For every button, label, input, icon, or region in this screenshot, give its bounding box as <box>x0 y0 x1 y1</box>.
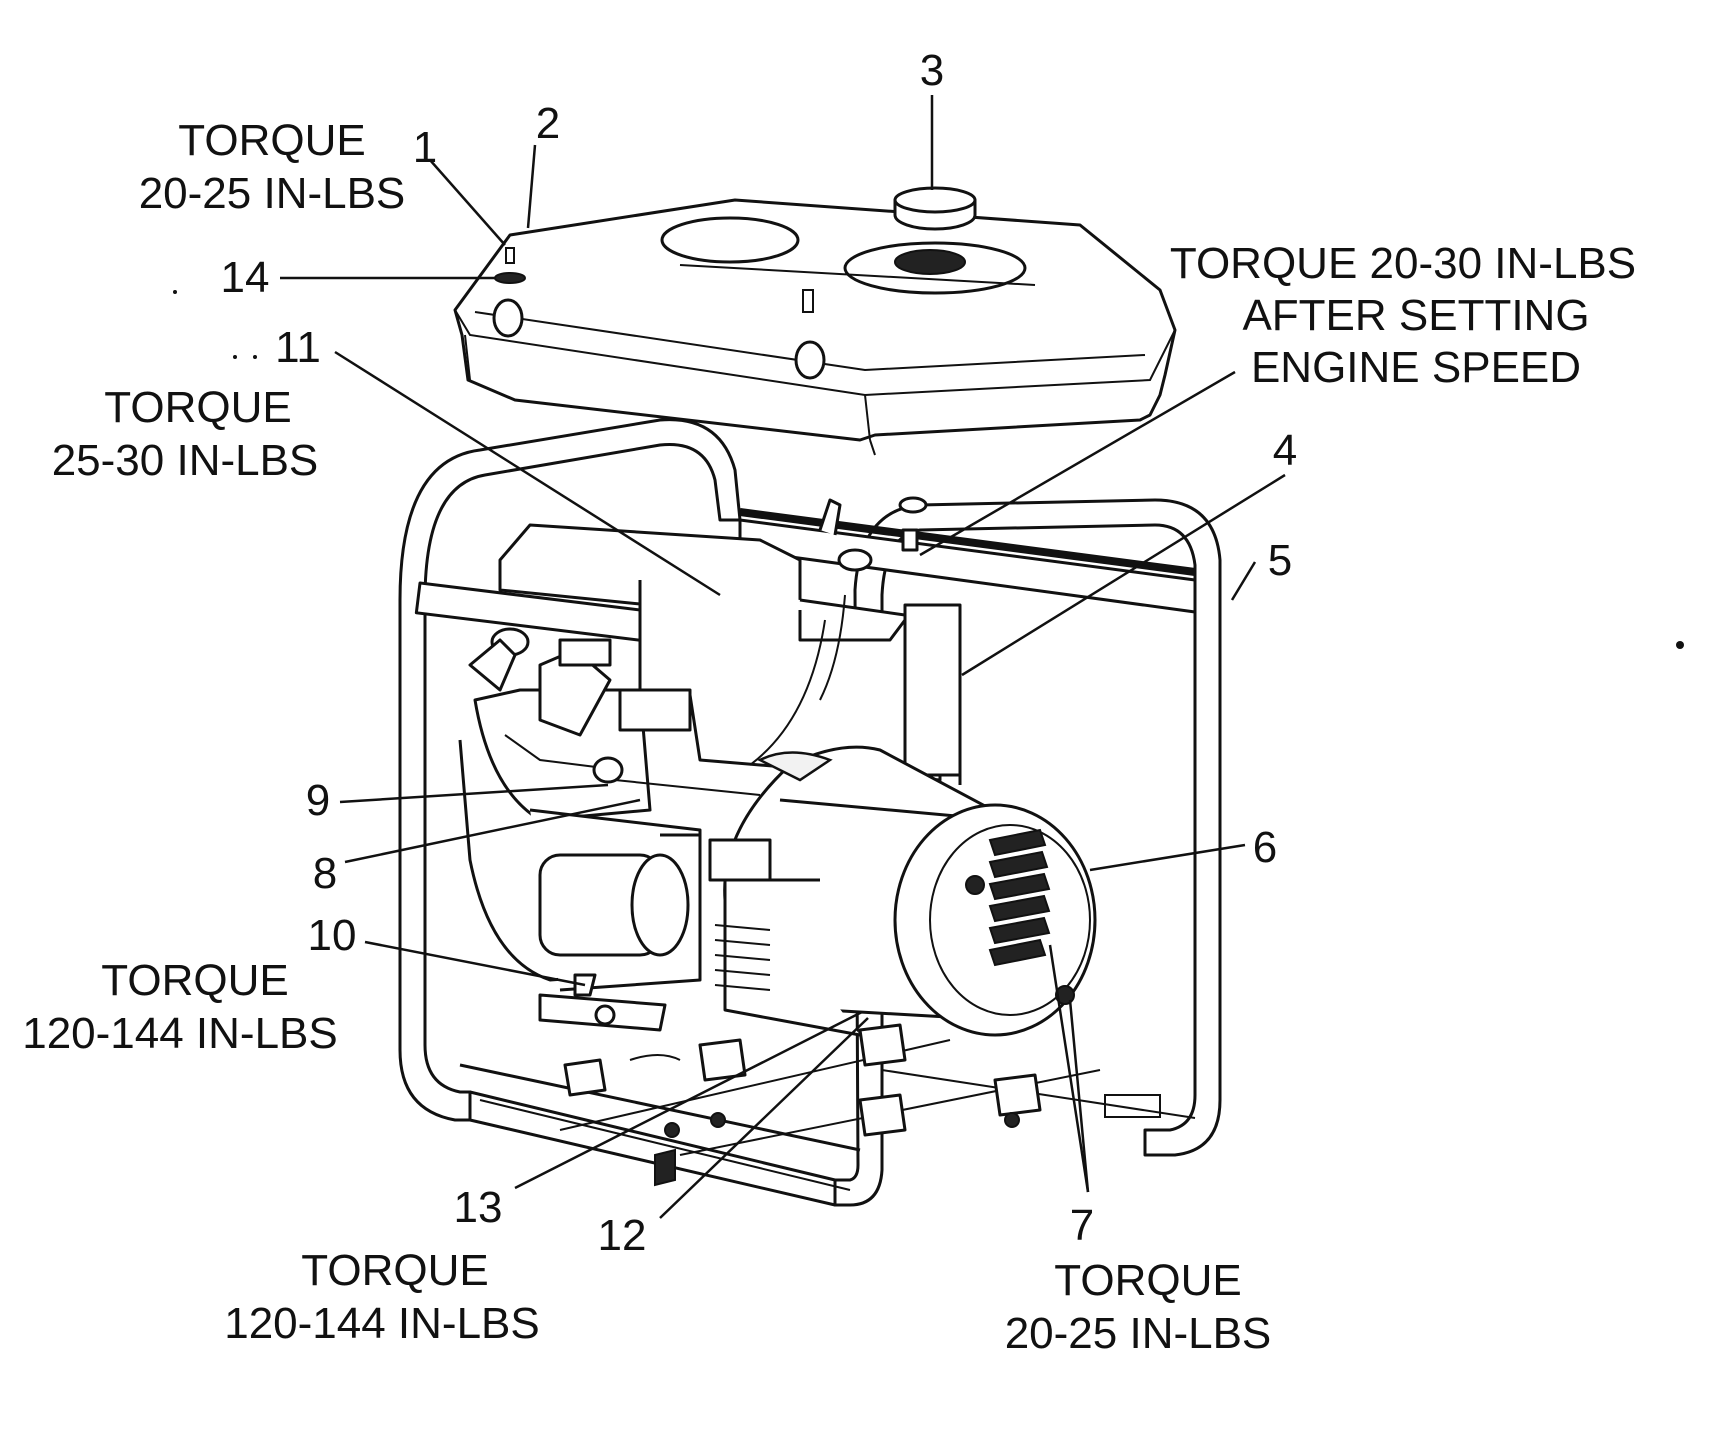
generator-artwork <box>173 186 1684 1207</box>
speck <box>233 355 237 359</box>
leader-7a <box>1048 944 1090 1193</box>
fuel-tank <box>453 198 1177 456</box>
torque-note-line: TORQUE <box>1054 1256 1241 1305</box>
leader-5 <box>1230 561 1257 601</box>
leader-12 <box>659 1017 869 1219</box>
torque-note-lower-left: TORQUE 120-144 IN-LBS <box>22 956 338 1058</box>
torque-note-line: 120-144 IN-LBS <box>22 1009 338 1058</box>
callout-13: 13 <box>454 1183 503 1232</box>
callout-11: 11 <box>275 323 321 372</box>
torque-notes: TORQUE 20-25 IN-LBS TORQUE 20-30 IN-LBS … <box>22 116 1636 1358</box>
torque-note-top-left: TORQUE 20-25 IN-LBS <box>139 116 406 218</box>
leader-1 <box>429 159 506 246</box>
leader-4 <box>961 473 1286 677</box>
callout-8: 8 <box>313 849 337 898</box>
torque-note-line: 120-144 IN-LBS <box>224 1299 540 1348</box>
torque-note-line: ENGINE SPEED <box>1251 343 1581 392</box>
leader-11 <box>334 350 721 597</box>
torque-note-line: TORQUE <box>104 383 291 432</box>
leader-6 <box>1089 843 1246 872</box>
end-bell-vents <box>988 828 1051 967</box>
callout-4: 4 <box>1273 426 1297 475</box>
tubular-frame <box>398 418 1222 1207</box>
engine-shroud <box>458 496 962 992</box>
fuel-cap <box>893 186 977 231</box>
callout-12: 12 <box>598 1211 647 1260</box>
callout-14: 14 <box>221 253 270 302</box>
callout-6: 6 <box>1253 823 1277 872</box>
torque-note-line: AFTER SETTING <box>1242 291 1589 340</box>
callout-10: 10 <box>308 911 357 960</box>
torque-note-line: 25-30 IN-LBS <box>52 436 319 485</box>
torque-note-line: TORQUE <box>301 1246 488 1295</box>
vibration-mounts <box>563 1023 1042 1138</box>
leader-10 <box>364 940 586 987</box>
callout-3: 3 <box>920 46 944 95</box>
callout-5: 5 <box>1268 536 1292 585</box>
leader-9 <box>339 783 609 804</box>
leader-13 <box>514 1010 863 1190</box>
torque-note-line: 20-25 IN-LBS <box>139 169 406 218</box>
callout-9: 9 <box>306 776 330 825</box>
alternator-vents <box>714 924 771 991</box>
speck <box>173 290 177 294</box>
torque-note-upper-right: TORQUE 20-30 IN-LBS AFTER SETTING ENGINE… <box>1170 239 1636 392</box>
callout-2: 2 <box>536 99 560 148</box>
torque-note-bottom-center: TORQUE 120-144 IN-LBS <box>224 1246 540 1348</box>
torque-note-line: TORQUE <box>178 116 365 165</box>
torque-note-bottom-right: TORQUE 20-25 IN-LBS <box>1005 1256 1272 1358</box>
torque-note-mid-left: TORQUE 25-30 IN-LBS <box>52 383 319 485</box>
torque-note-line: 20-25 IN-LBS <box>1005 1309 1272 1358</box>
callout-7: 7 <box>1070 1201 1094 1250</box>
speck <box>253 355 257 359</box>
torque-note-line: TORQUE 20-30 IN-LBS <box>1170 239 1636 288</box>
end-bell-cover <box>893 803 1097 1037</box>
callout-numbers: 1 2 3 4 5 6 7 8 9 10 11 12 13 14 <box>221 46 1298 1260</box>
leader-lines <box>280 95 1286 1219</box>
speck <box>1676 641 1684 649</box>
callout-1: 1 <box>413 123 437 172</box>
leader-8 <box>344 798 641 864</box>
leader-engine-speed <box>919 370 1236 557</box>
torque-note-line: TORQUE <box>101 956 288 1005</box>
leader-2 <box>526 144 537 229</box>
leader-7b <box>1068 999 1090 1193</box>
